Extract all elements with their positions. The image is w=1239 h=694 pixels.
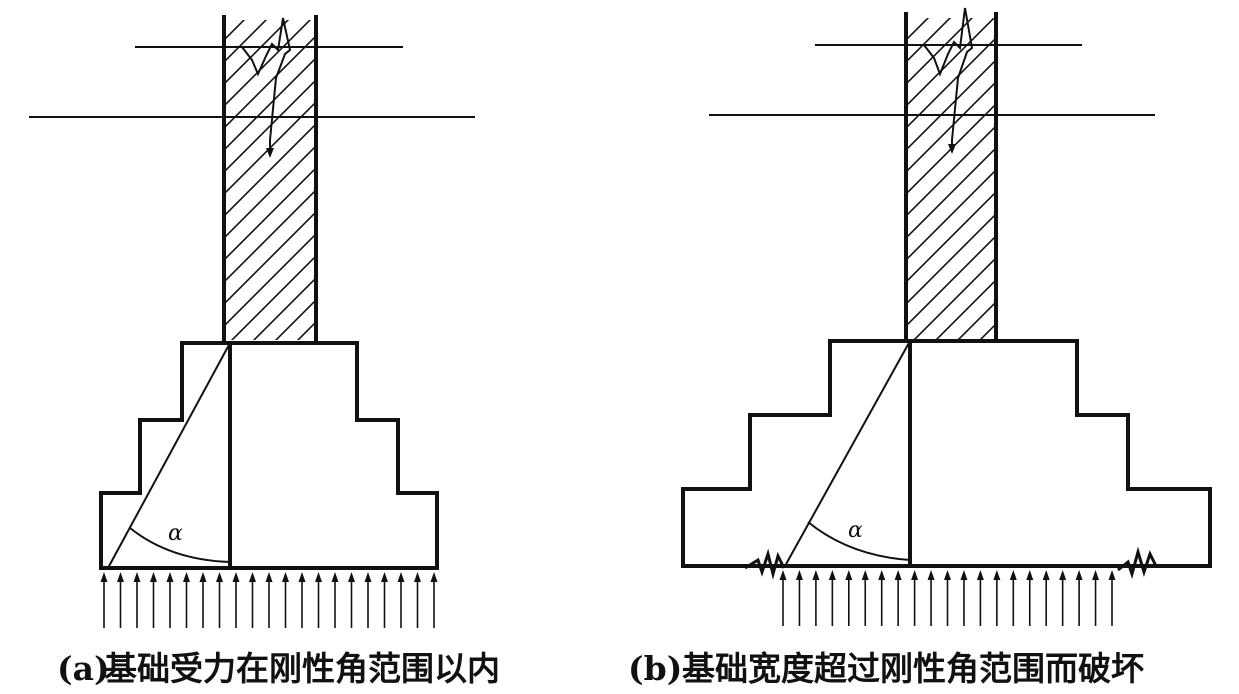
pressure-arrow-head xyxy=(216,572,223,582)
pressure-arrow-head xyxy=(944,570,951,580)
pressure-arrow-head xyxy=(1059,570,1067,580)
pressure-arrow-head xyxy=(927,570,935,580)
pressure-arrow-head xyxy=(430,572,438,582)
pressure-arrow-head xyxy=(100,572,108,582)
rigid-angle-line xyxy=(107,342,231,569)
pressure-arrow-head xyxy=(331,572,339,582)
caption-text: 基础受力在刚性角范围以内 xyxy=(104,649,500,688)
pressure-arrow-head xyxy=(117,572,124,582)
base-pressure-arrows xyxy=(779,570,1116,626)
wall xyxy=(222,15,318,341)
pressure-arrow-head xyxy=(1075,570,1083,580)
angle-arc xyxy=(807,521,911,561)
pressure-arrow-head xyxy=(845,570,853,580)
pressure-arrow-head xyxy=(298,572,306,582)
pressure-arrow-head xyxy=(381,572,388,582)
wide-stepped-foundation xyxy=(681,339,1212,568)
diagram-b: α (b) 基础宽度超过刚性角范围而破坏 xyxy=(628,7,1212,688)
pressure-arrow-head xyxy=(828,570,836,580)
caption-tag: (b) xyxy=(628,649,682,688)
pressure-arrow-head xyxy=(150,572,157,582)
caption-text: 基础宽度超过刚性角范围而破坏 xyxy=(682,649,1144,688)
pressure-arrow-head xyxy=(960,570,968,580)
caption-tag: (a) xyxy=(57,649,110,688)
angle-arc xyxy=(129,527,231,563)
stepped-foundation xyxy=(99,341,439,570)
pressure-arrow-head xyxy=(249,572,256,582)
pressure-arrow-head xyxy=(993,570,1001,580)
pressure-arrow-head xyxy=(166,572,174,582)
pressure-arrow-head xyxy=(232,572,240,582)
pressure-arrow-head xyxy=(364,572,372,582)
pressure-arrow-head xyxy=(282,572,289,582)
pressure-arrow-head xyxy=(861,570,869,580)
pressure-arrow-head xyxy=(779,570,787,580)
wall-crack xyxy=(241,17,292,156)
pressure-arrow-head xyxy=(348,572,355,582)
base-crack-left xyxy=(744,548,786,580)
pressure-arrow-head xyxy=(1026,570,1034,580)
pressure-arrow-head xyxy=(1042,570,1050,580)
pressure-arrow-head xyxy=(199,572,207,582)
pressure-arrow-head xyxy=(1009,570,1017,580)
angle-label: α xyxy=(848,518,863,543)
pressure-arrow-head xyxy=(976,570,984,580)
pressure-arrow-head xyxy=(183,572,190,582)
pressure-arrow-head xyxy=(265,572,273,582)
rigid-angle-line xyxy=(784,340,911,567)
pressure-arrow-head xyxy=(911,570,919,580)
pressure-arrow-head xyxy=(397,572,405,582)
wall xyxy=(904,7,998,341)
pressure-arrow-head xyxy=(133,572,141,582)
diagram-a: α (a) 基础受力在刚性角范围以内 xyxy=(29,15,500,688)
pressure-arrow-head xyxy=(414,572,421,582)
pressure-arrow-head xyxy=(795,570,803,580)
pressure-arrow-head xyxy=(812,570,820,580)
wall-crack xyxy=(923,7,974,152)
pressure-arrow-head xyxy=(1092,570,1100,580)
pressure-arrow-head xyxy=(878,570,886,580)
pressure-arrow-head xyxy=(1108,570,1116,580)
pressure-arrow-head xyxy=(315,572,322,582)
base-pressure-arrows xyxy=(100,572,438,628)
angle-label: α xyxy=(168,521,183,546)
pressure-arrow-head xyxy=(894,570,902,580)
base-crack-right xyxy=(1117,546,1158,580)
